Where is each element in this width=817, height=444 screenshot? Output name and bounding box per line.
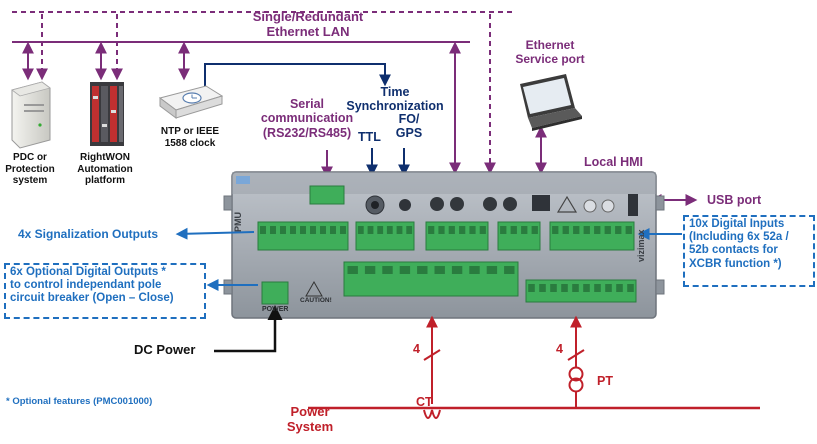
terminal-screw bbox=[399, 266, 411, 274]
pmu-device bbox=[223, 171, 665, 319]
digital-inputs-label: 10x Digital Inputs(Including 6x 52a /52b… bbox=[689, 218, 789, 270]
ct-wire-count: 4 bbox=[413, 342, 420, 356]
terminal-screw bbox=[347, 266, 358, 274]
terminal-screw bbox=[469, 226, 476, 234]
terminal-screw bbox=[377, 226, 384, 234]
terminal-screw bbox=[615, 226, 622, 234]
pt-wire-count: 4 bbox=[556, 342, 563, 356]
terminal-screw bbox=[364, 266, 376, 274]
terminal-screw bbox=[417, 266, 428, 274]
usb-port-label: USB port bbox=[707, 193, 762, 207]
terminal-screw bbox=[594, 284, 601, 292]
local-hmi-label: Local HMI bbox=[584, 155, 644, 169]
pdc-server-icon bbox=[11, 81, 51, 149]
terminal-screw bbox=[280, 226, 286, 234]
laptop-icon bbox=[520, 74, 582, 131]
device-power-port-label: POWER bbox=[262, 306, 289, 313]
ttl-label: TTL bbox=[358, 130, 381, 144]
dc-power-label: DC Power bbox=[134, 342, 196, 357]
terminal-screw bbox=[270, 226, 276, 234]
terminal-screw bbox=[572, 284, 579, 292]
dc-power-arrow bbox=[214, 305, 283, 353]
power-system-lines bbox=[308, 315, 760, 419]
terminal-screw bbox=[594, 226, 601, 234]
terminal-screw bbox=[521, 226, 528, 234]
terminal-screw bbox=[300, 226, 306, 234]
terminal-screw bbox=[459, 226, 466, 234]
optional-features-note: * Optional features (PMC001000) bbox=[6, 396, 153, 407]
device-caution-label: CAUTION! bbox=[300, 297, 332, 304]
digital-outputs-box bbox=[4, 263, 206, 319]
signal-outputs-arrow bbox=[175, 227, 255, 240]
terminal-screw bbox=[583, 284, 590, 292]
terminal-screw bbox=[605, 284, 612, 292]
terminal-screw bbox=[357, 226, 364, 234]
terminal-screw bbox=[552, 226, 559, 234]
terminal-screw bbox=[528, 284, 535, 292]
terminal-screw bbox=[486, 266, 498, 274]
digital-inputs-box bbox=[683, 215, 815, 287]
terminal-screw bbox=[562, 226, 569, 234]
terminal-screws bbox=[260, 226, 634, 292]
terminal-screw bbox=[386, 226, 393, 234]
terminal-screw bbox=[451, 266, 463, 274]
digital-outputs-label: 6x Optional Digital Outputs *to control … bbox=[10, 266, 174, 305]
terminal-screw bbox=[531, 226, 538, 234]
terminal-screw bbox=[469, 266, 480, 274]
ct-label: CT bbox=[416, 395, 433, 409]
terminal-screw bbox=[561, 284, 568, 292]
device-brand-label: vizimax bbox=[636, 229, 646, 262]
signal-outputs-label: 4x Signalization Outputs bbox=[18, 227, 159, 241]
terminal-screw bbox=[479, 226, 486, 234]
terminal-screw bbox=[330, 226, 336, 234]
device-pmu-label: PMU bbox=[233, 212, 243, 232]
time-sync-link bbox=[204, 63, 410, 177]
terminal-screw bbox=[320, 226, 326, 234]
terminal-screw bbox=[550, 284, 557, 292]
terminal-screw bbox=[625, 226, 632, 234]
terminal-screw bbox=[382, 266, 393, 274]
pt-label: PT bbox=[597, 374, 613, 388]
fo-gps-label: FO/GPS bbox=[395, 112, 423, 141]
rightwon-platform-icon bbox=[90, 82, 124, 146]
terminal-screw bbox=[616, 284, 623, 292]
terminal-screw bbox=[583, 226, 590, 234]
lan-bus bbox=[12, 11, 698, 206]
terminal-screw bbox=[448, 226, 455, 234]
terminal-screw bbox=[539, 284, 546, 292]
terminal-screw bbox=[290, 226, 296, 234]
terminal-screw bbox=[260, 226, 266, 234]
terminal-screw bbox=[438, 226, 445, 234]
terminal-screw bbox=[504, 266, 515, 274]
terminal-screw bbox=[604, 226, 611, 234]
terminal-screw bbox=[428, 226, 435, 234]
ntp-clock-icon bbox=[158, 85, 224, 119]
terminal-screw bbox=[406, 226, 413, 234]
terminal-screw bbox=[310, 226, 316, 234]
terminal-screw bbox=[627, 284, 634, 292]
terminal-screw bbox=[510, 226, 517, 234]
terminal-screw bbox=[573, 226, 580, 234]
terminal-screw bbox=[367, 226, 374, 234]
terminal-screw bbox=[500, 226, 507, 234]
terminal-screw bbox=[396, 226, 403, 234]
terminal-screw bbox=[340, 226, 346, 234]
terminal-screw bbox=[434, 266, 445, 274]
